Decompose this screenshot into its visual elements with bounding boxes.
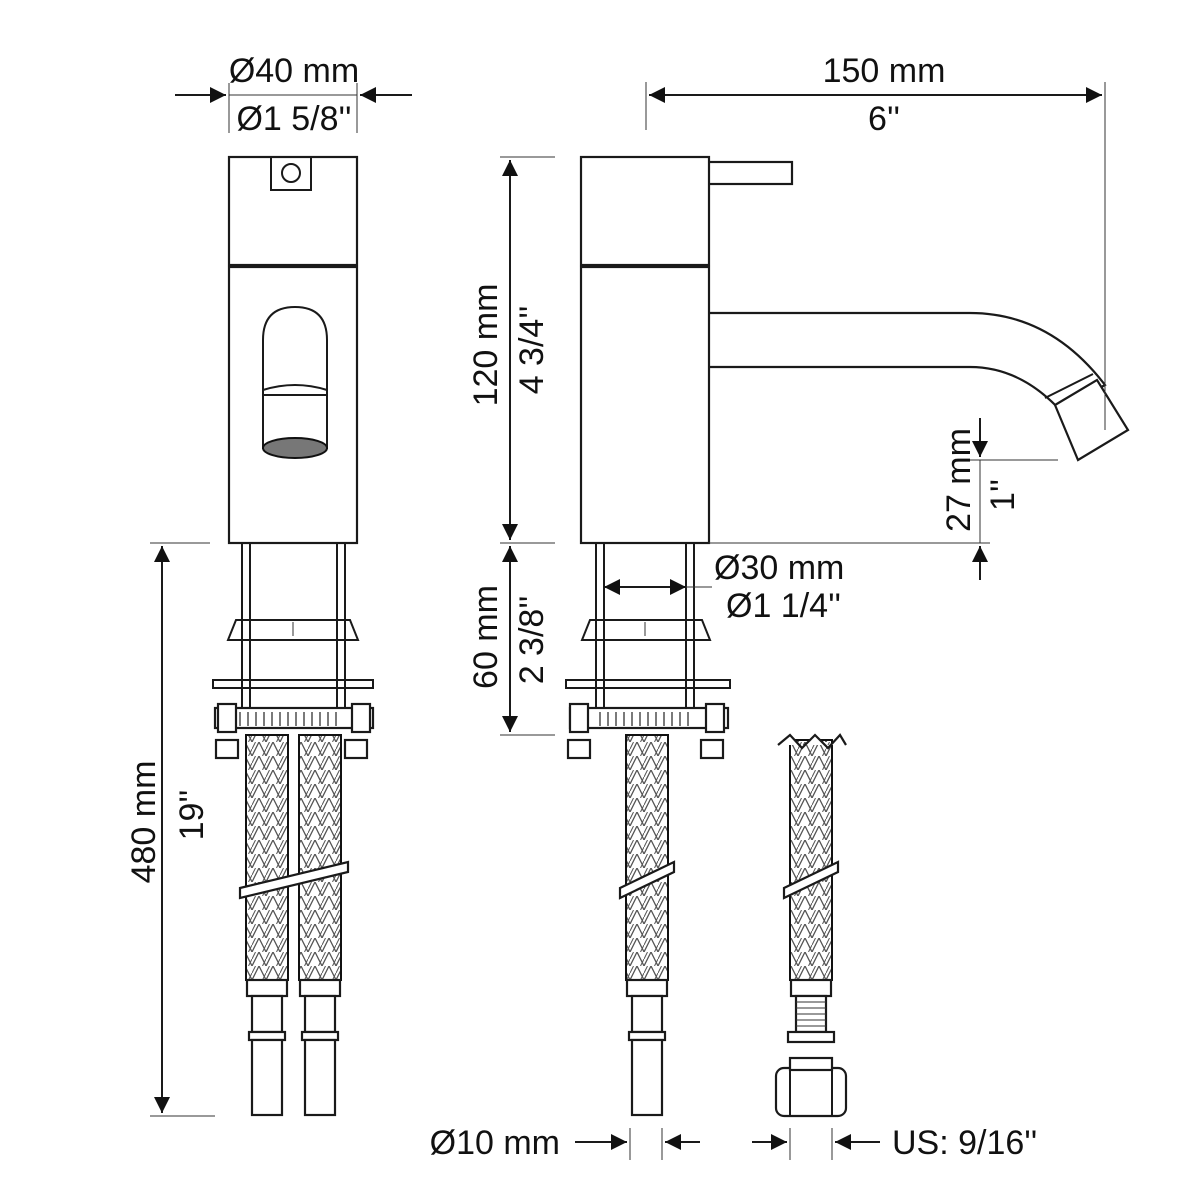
shank-length-in-label: 2 3/8'': [513, 596, 551, 685]
front-washer: [226, 619, 360, 641]
front-body: [227, 265, 359, 545]
height-in-label: 4 3/4'': [513, 306, 551, 395]
reach-in-label: 6'': [868, 100, 900, 138]
front-rod-nut-right: [343, 738, 369, 760]
shank-diameter-mm-label: Ø30 mm: [714, 549, 844, 587]
front-hose-left: [245, 734, 289, 981]
front-spout-outlet: [262, 305, 328, 449]
top-diameter-mm-label: Ø40 mm: [229, 52, 359, 90]
side-body: [579, 265, 711, 545]
front-aerator: [262, 437, 328, 459]
side-spout: [705, 311, 1107, 412]
side-plate: [565, 679, 731, 689]
dimension-labels: Ø40 mm Ø1 5/8'' 150 mm 6'' 120 mm 4 3/4'…: [125, 52, 1037, 1162]
front-nut: [213, 706, 375, 730]
front-pipe-right: [303, 1038, 337, 1117]
spout-height-in-label: 1'': [984, 479, 1022, 511]
front-rod-nut-left: [214, 738, 240, 760]
side-washer: [580, 619, 712, 641]
flex-hose-detail: [774, 733, 848, 1118]
shank-length-mm-label: 60 mm: [467, 585, 505, 689]
front-hose-right: [298, 734, 342, 981]
front-handle-cap: [227, 155, 359, 267]
front-pipe-left: [250, 1038, 284, 1117]
hose-braid: [789, 739, 833, 981]
height-mm-label: 120 mm: [467, 284, 505, 407]
front-view: [212, 155, 375, 1117]
shank-diameter-in-label: Ø1 1/4'': [726, 587, 841, 625]
reach-mm-label: 150 mm: [823, 52, 946, 90]
side-lever: [702, 160, 794, 186]
side-pipe: [630, 1038, 664, 1117]
side-spout-tip: [1053, 378, 1130, 462]
side-handle-cap: [579, 155, 711, 267]
top-diameter-in-label: Ø1 5/8'': [236, 100, 351, 138]
thread-size-label: US: 9/16'': [892, 1124, 1037, 1162]
hose-hex-nut: [774, 1066, 848, 1118]
front-handle-knob: [270, 156, 312, 191]
side-view: [565, 155, 1130, 1117]
hose-length-mm-label: 480 mm: [125, 761, 163, 884]
hose-length-in-label: 19'': [173, 790, 211, 841]
spout-height-mm-label: 27 mm: [940, 428, 978, 532]
front-knob-hole: [281, 163, 301, 183]
side-hose: [625, 734, 669, 981]
side-nut: [568, 706, 730, 730]
front-plate: [212, 679, 374, 689]
hose-break: [777, 733, 847, 750]
pipe-diameter-label: Ø10 mm: [430, 1124, 560, 1162]
dimension-lines: [150, 82, 1106, 1160]
